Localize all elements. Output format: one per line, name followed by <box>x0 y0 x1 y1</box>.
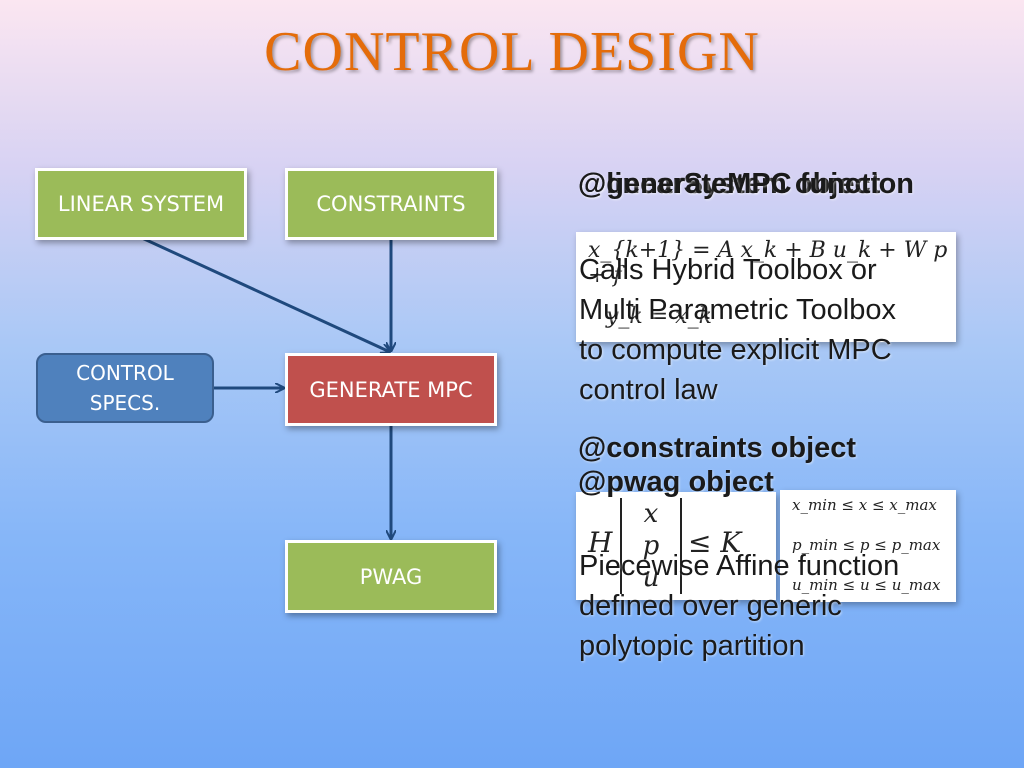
constraint-H: H <box>588 526 613 559</box>
constraints-box: CONSTRAINTS <box>285 168 497 240</box>
output-equation: y_k = x_k <box>606 304 712 329</box>
generate-mpc-function-heading: @generateMPC function <box>578 168 915 200</box>
pwag-desc-line-1: Piecewise Affine function <box>579 550 900 582</box>
state-equation-box: x_{k+1} = A x_k + B u_k + W p + f y_k = … <box>576 232 956 342</box>
slide-title: CONTROL DESIGN <box>264 21 760 83</box>
bounds-box: x_min ≤ x ≤ x_max p_min ≤ p ≤ p_max u_mi… <box>780 490 956 602</box>
control-specs-label-2: SPECS. <box>89 391 161 415</box>
generate-mpc-label: GENERATE MPC <box>309 377 473 402</box>
constraint-matrix-box: H x p u ≤ K <box>576 492 776 600</box>
generate-desc-line-2: Multi Parametric Toolbox <box>579 294 896 326</box>
constraint-vector-x: x <box>643 499 659 529</box>
arrow-linear-to-generate <box>141 236 390 352</box>
constraint-vector-p: p <box>642 531 660 561</box>
constraints-object-heading: @constraints object <box>578 432 857 464</box>
pwag-desc-line-2: defined over generic <box>579 590 842 622</box>
state-equation: x_{k+1} = A x_k + B u_k + W p + f <box>588 238 948 288</box>
constraint-vector-u: u <box>642 563 660 593</box>
bound-p: p_min ≤ p ≤ p_max <box>792 536 941 554</box>
pwag-label: PWAG <box>359 564 423 589</box>
bound-u: u_min ≤ u ≤ u_max <box>792 576 941 594</box>
pwag-desc-line-3: polytopic partition <box>579 630 805 662</box>
control-specs-box: CONTROL SPECS. <box>36 353 214 423</box>
generate-desc-line-3: to compute explicit MPC <box>579 334 892 366</box>
linear-system-box: LINEAR SYSTEM <box>35 168 247 240</box>
generate-mpc-box: GENERATE MPC <box>285 353 497 426</box>
generate-desc-line-4: control law <box>579 374 718 406</box>
constraint-vector: x p u <box>620 498 682 594</box>
control-specs-label-1: CONTROL <box>76 361 174 385</box>
linear-system-object-heading: @linearSystem object <box>578 168 881 200</box>
pwag-box: PWAG <box>285 540 497 613</box>
pwag-object-heading: @pwag object <box>578 466 774 498</box>
generate-desc-line-1: Calls Hybrid Toolbox or <box>579 254 877 286</box>
bound-x: x_min ≤ x ≤ x_max <box>792 496 937 514</box>
pwag-description: Piecewise Affine function defined over g… <box>579 546 899 666</box>
constraints-label: CONSTRAINTS <box>316 192 466 216</box>
generate-mpc-description: Calls Hybrid Toolbox or Multi Parametric… <box>579 250 896 410</box>
constraint-leq-K: ≤ K <box>688 526 742 559</box>
linear-system-label: LINEAR SYSTEM <box>57 192 225 216</box>
